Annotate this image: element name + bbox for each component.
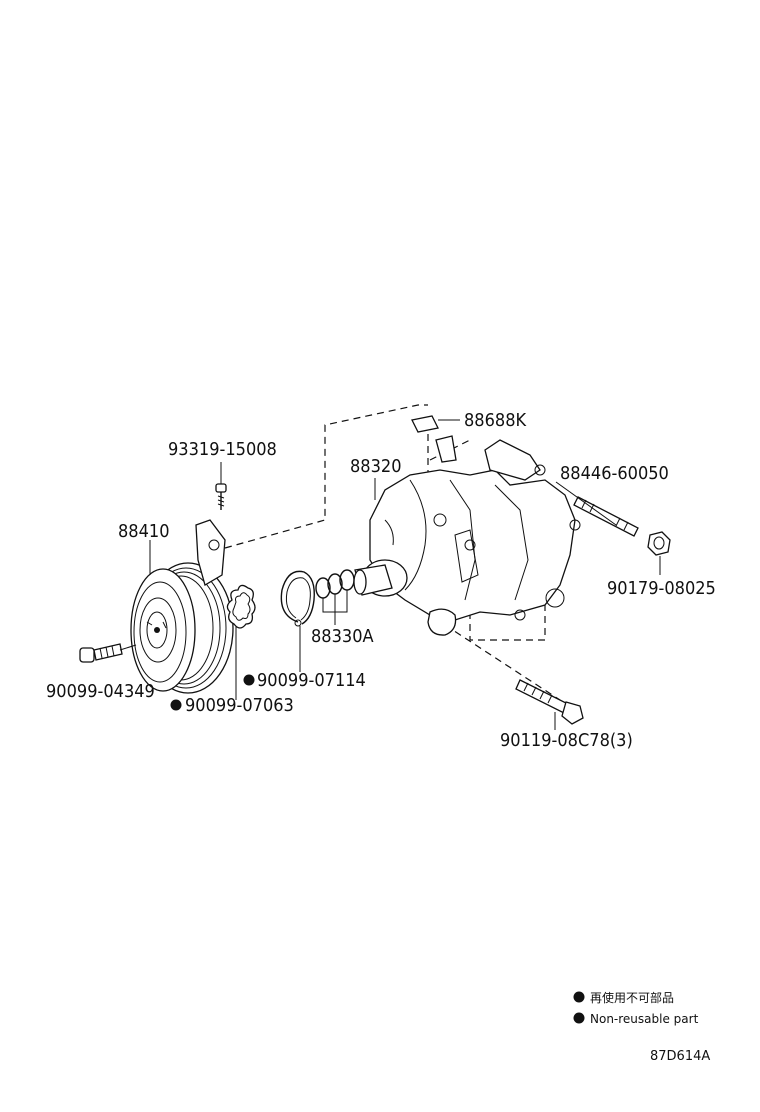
- mounting-bracket: [195, 519, 226, 586]
- diagram-code: 87D614A: [650, 1049, 710, 1064]
- label-90099-07114: 90099-07114: [257, 670, 366, 691]
- label-90179-08025: 90179-08025: [607, 578, 716, 599]
- label-90099-04349: 90099-04349: [46, 681, 155, 702]
- nut-90179-08025: [647, 531, 671, 556]
- legend: 再使用不可部品 Non-reusable part: [573, 990, 699, 1026]
- legend-text-en: Non-reusable part: [590, 1012, 699, 1026]
- compressor-88320: [353, 439, 581, 636]
- legend-text-jp: 再使用不可部品: [590, 990, 674, 1005]
- legend-dot-en: [573, 1012, 585, 1024]
- non-reusable-marker-07114: [243, 674, 255, 686]
- non-reusable-marker-07063: [170, 699, 182, 711]
- label-88410: 88410: [118, 521, 170, 542]
- label-88688K: 88688K: [464, 410, 527, 431]
- snap-ring-90099-07114: [280, 570, 315, 627]
- stud-88446-60050: [573, 496, 639, 537]
- bolt-90099-04349: [79, 643, 137, 663]
- label-88446-60050: 88446-60050: [560, 463, 669, 484]
- label-88330A: 88330A: [311, 626, 374, 647]
- label-90099-07063: 90099-07063: [185, 695, 294, 716]
- washers-88330A: [315, 569, 355, 599]
- shim-90099-07063: [226, 584, 256, 629]
- pulley-assembly: [130, 562, 234, 694]
- screw-93319: [215, 462, 227, 510]
- label-90119-08C78: 90119-08C78(3): [500, 730, 633, 751]
- legend-dot-jp: [573, 991, 585, 1003]
- label-93319-15008: 93319-15008: [168, 439, 277, 460]
- label-88320: 88320: [350, 456, 402, 477]
- bracket-88688K: [411, 415, 460, 463]
- leader-lines: [149, 419, 661, 730]
- bolt-90119-08C78: [515, 679, 584, 725]
